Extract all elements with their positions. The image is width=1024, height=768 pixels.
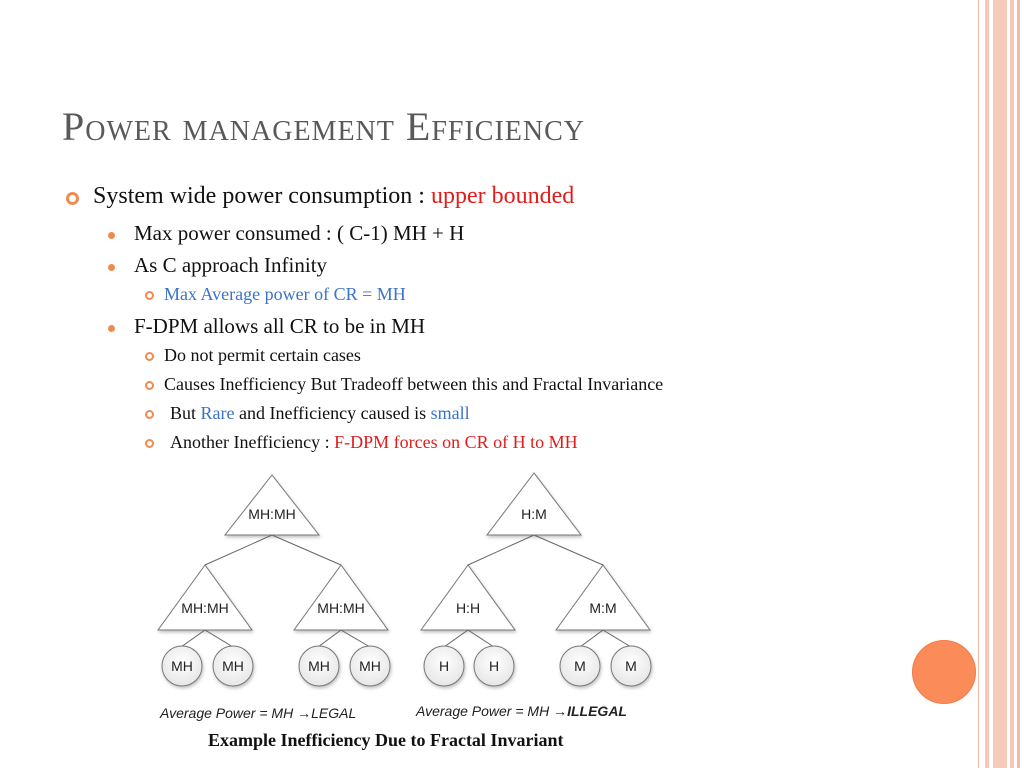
leaf-label: MH bbox=[222, 658, 244, 674]
leaf-label: H bbox=[489, 658, 499, 674]
bullet-dot-icon bbox=[108, 325, 115, 332]
decor-stripe bbox=[1017, 0, 1020, 768]
fractal-tree-diagram: MH:MH MH:MH MH:MH H:M H:H M:M MH MH MH M… bbox=[157, 472, 652, 687]
leaf-label: M bbox=[574, 658, 586, 674]
bullet-fdpm-allows: F-DPM allows all CR to be in MH bbox=[134, 314, 426, 338]
leaf-node bbox=[473, 645, 515, 687]
leaf-node bbox=[212, 645, 254, 687]
bullet-max-average: Max Average power of CR = MH bbox=[164, 284, 406, 304]
bullet-ring-icon bbox=[145, 352, 154, 361]
arrow-right-icon: → bbox=[297, 705, 312, 721]
tree-node-root-left bbox=[223, 474, 321, 536]
leaf-node bbox=[610, 645, 652, 687]
decor-circle bbox=[912, 640, 976, 704]
leaf-node bbox=[298, 645, 340, 687]
tree-node-left-child-1 bbox=[157, 564, 253, 631]
leaf-node bbox=[349, 645, 391, 687]
bullet-dot-icon bbox=[108, 232, 115, 239]
tree-label-right-child-2: M:M bbox=[589, 600, 616, 616]
bullet-another-inefficiency: Another Inefficiency : F-DPM forces on C… bbox=[170, 432, 578, 452]
bullet-dot-icon bbox=[108, 264, 115, 271]
diagram-caption: Example Inefficiency Due to Fractal Inva… bbox=[208, 730, 564, 750]
bullet-ring-icon bbox=[145, 291, 154, 300]
average-power-illegal: Average Power = MH →ILLEGAL bbox=[416, 703, 627, 719]
bullet-ring-icon bbox=[66, 192, 79, 205]
bullet-ring-icon bbox=[145, 439, 154, 448]
tree-node-right-child-1 bbox=[420, 564, 516, 631]
arrow-right-icon: → bbox=[553, 703, 568, 719]
decor-stripe bbox=[985, 0, 989, 768]
leaf-label: MH bbox=[171, 658, 193, 674]
tree-label-left-child-2: MH:MH bbox=[317, 600, 364, 616]
bullet-system-wide: System wide power consumption : upper bo… bbox=[93, 183, 575, 209]
tree-node-left-child-2 bbox=[293, 564, 389, 631]
decor-stripe bbox=[978, 0, 979, 768]
average-power-legal: Average Power = MH →LEGAL bbox=[160, 705, 357, 721]
leaf-node bbox=[161, 645, 203, 687]
bullet-max-power: Max power consumed : ( C-1) MH + H bbox=[134, 221, 465, 245]
tree-label-right-child-1: H:H bbox=[456, 600, 480, 616]
decor-stripe bbox=[993, 0, 1007, 768]
leaf-node bbox=[423, 645, 465, 687]
leaf-label: M bbox=[625, 658, 637, 674]
tree-node-root-right bbox=[485, 472, 583, 536]
bullet-do-not-permit: Do not permit certain cases bbox=[164, 345, 361, 365]
tree-label-root-left: MH:MH bbox=[248, 506, 295, 522]
tree-label-root-right: H:M bbox=[521, 506, 547, 522]
leaf-label: MH bbox=[359, 658, 381, 674]
leaf-label: MH bbox=[308, 658, 330, 674]
bullet-but-rare: But Rare and Inefficiency caused is smal… bbox=[170, 403, 470, 423]
bullet-causes: Causes Inefficiency But Tradeoff between… bbox=[164, 374, 664, 394]
leaf-node bbox=[559, 645, 601, 687]
bullet-as-c: As C approach Infinity bbox=[134, 253, 328, 277]
tree-node-right-child-2 bbox=[555, 564, 651, 631]
decor-stripe bbox=[1010, 0, 1014, 768]
slide-title: Power management Efficiency bbox=[62, 104, 586, 149]
leaf-label: H bbox=[439, 658, 449, 674]
bullet-ring-icon bbox=[145, 381, 154, 390]
bullet-ring-icon bbox=[145, 410, 154, 419]
tree-label-left-child-1: MH:MH bbox=[181, 600, 228, 616]
